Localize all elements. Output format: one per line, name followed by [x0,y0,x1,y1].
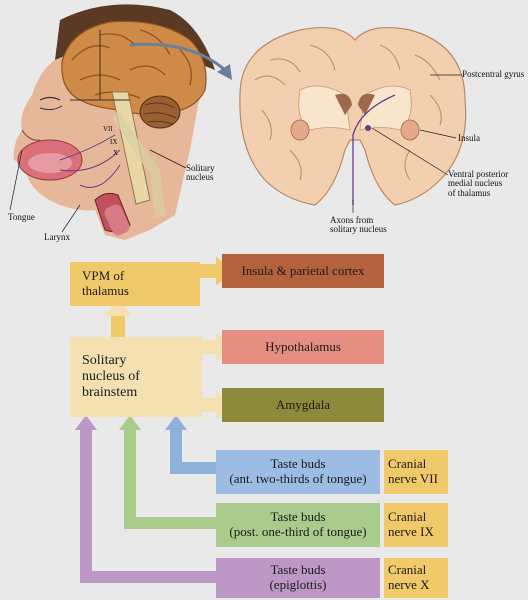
label-nerve-x: X [113,149,119,157]
label-nerve-ix: IX [110,138,118,146]
coronal-section [239,27,467,213]
view-arrowhead [217,64,232,80]
label-axons: Axons from solitary nucleus [330,215,387,235]
taste-buds-epiglottis-box: Taste buds (epiglottis) [216,558,380,598]
amygdala-box: Amygdala [222,388,384,422]
cerebellum [139,95,181,129]
taste-buds-anterior-box: Taste buds (ant. two-thirds of tongue) [216,450,380,494]
insula-parietal-box: Insula & parietal cortex [222,254,384,288]
label-tongue: Tongue [8,212,35,222]
view-arrow [129,42,226,72]
label-larynx: Larynx [44,232,70,242]
label-postcentral-gyrus: Postcentral gyrus [462,69,525,79]
vpm-thalamus-box: VPM of thalamus [70,262,200,306]
cranial-nerve-x-box: Cranial nerve X [384,558,448,598]
cranial-nerve-ix-box: Cranial nerve IX [384,503,448,547]
label-vpm-nucleus: Ventral posterior medial nucleus of thal… [448,169,509,198]
label-solitary-nucleus: Solitary nucleus [186,163,215,183]
label-nerve-vii: VII [103,125,113,133]
hypothalamus-box: Hypothalamus [222,330,384,364]
label-insula: Insula [458,133,480,143]
taste-buds-posterior-box: Taste buds (post. one-third of tongue) [216,503,380,547]
solitary-nucleus-box: Solitary nucleus of brainstem [70,337,202,417]
cranial-nerve-vii-box: Cranial nerve VII [384,450,448,494]
head-illustration [9,4,215,240]
